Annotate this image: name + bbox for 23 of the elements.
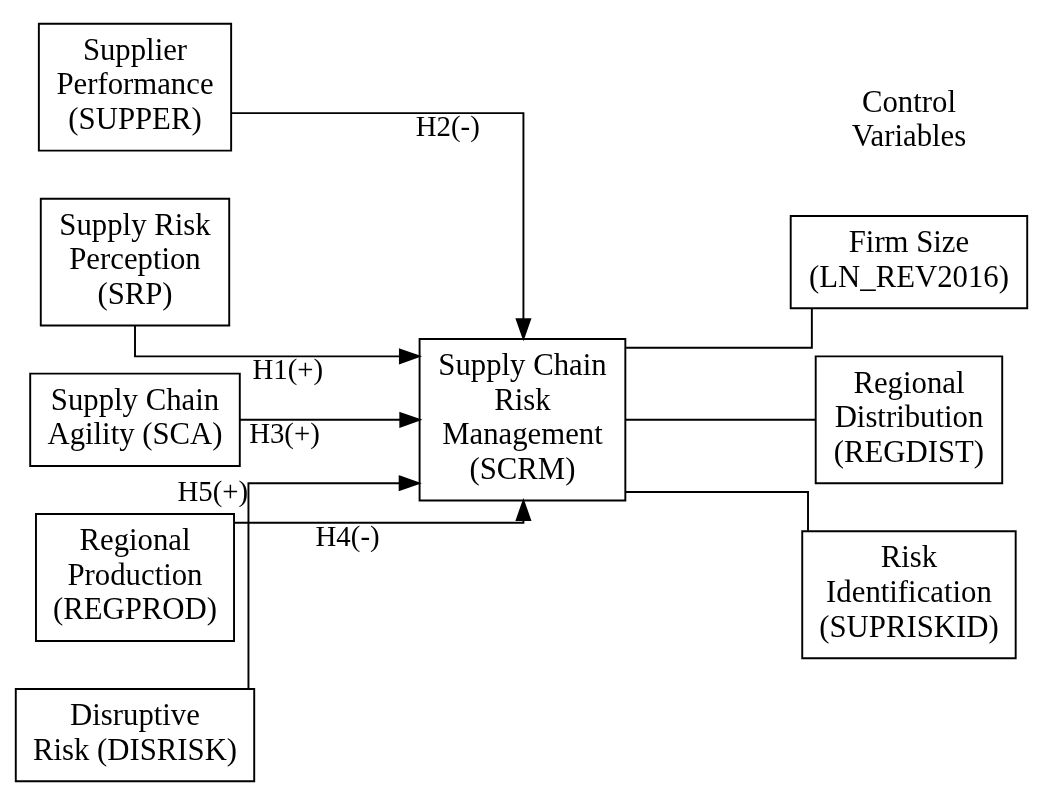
connector bbox=[624, 418, 817, 421]
label: Control Variables bbox=[851, 84, 967, 154]
node-box: Regional Distribution (REGDIST) bbox=[814, 355, 1004, 485]
edge-label: H1(+) bbox=[252, 353, 324, 386]
node-box: Supplier Performance (SUPPER) bbox=[37, 22, 233, 152]
edge-label: H5(+) bbox=[177, 474, 249, 507]
node-box: Supply Chain Agility (SCA) bbox=[29, 372, 241, 467]
arrow bbox=[233, 497, 532, 524]
arrow bbox=[247, 475, 422, 690]
edge-label: H2(-) bbox=[415, 110, 480, 143]
connector bbox=[625, 307, 813, 349]
node-box: Supply Chain Risk Management (SCRM) bbox=[418, 338, 627, 502]
node-box: Disruptive Risk (DISRISK) bbox=[14, 688, 256, 783]
connector bbox=[624, 490, 809, 532]
node-box: Firm Size (LN_REV2016) bbox=[789, 215, 1029, 310]
node-box: Regional Production (REGPROD) bbox=[35, 513, 235, 642]
arrow bbox=[230, 112, 532, 342]
node-box: Risk Identification (SUPRISKID) bbox=[801, 530, 1017, 660]
arrow bbox=[238, 411, 423, 428]
arrow bbox=[134, 325, 423, 365]
edge-label: H4(-) bbox=[315, 519, 380, 552]
node-box: Supply Risk Perception (SRP) bbox=[39, 197, 231, 327]
edge-label: H3(+) bbox=[249, 416, 320, 449]
